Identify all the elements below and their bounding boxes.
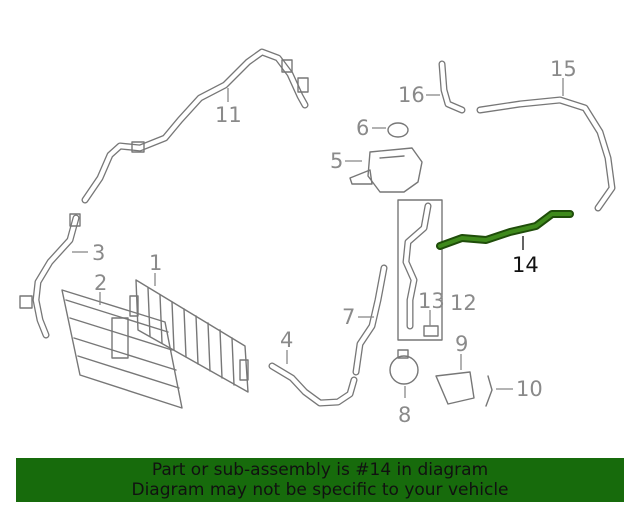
callout-2: 2 bbox=[94, 271, 107, 295]
callout-4: 4 bbox=[280, 328, 293, 352]
hose-part-14-highlighted bbox=[436, 210, 574, 250]
clip-part-10 bbox=[485, 375, 493, 407]
parts-diagram: 1 2 3 4 5 6 7 8 9 10 11 12 13 14 15 16 bbox=[19, 48, 616, 427]
callout-7: 7 bbox=[342, 305, 355, 329]
callout-16: 16 bbox=[398, 83, 425, 107]
callout-6: 6 bbox=[356, 116, 369, 140]
callout-11: 11 bbox=[215, 103, 242, 127]
hose-part-16 bbox=[438, 60, 466, 114]
pump-part-8 bbox=[389, 349, 419, 385]
hose-kit-part-12 bbox=[397, 199, 443, 341]
banner-line-2: Diagram may not be specific to your vehi… bbox=[131, 480, 509, 500]
callouts: 1 2 3 4 5 6 7 8 9 10 11 12 13 14 15 16 bbox=[92, 57, 577, 427]
callout-15: 15 bbox=[550, 57, 577, 81]
fitting-part-13 bbox=[423, 325, 439, 337]
shutter-part-2 bbox=[61, 289, 183, 409]
hose-part-3 bbox=[19, 213, 81, 339]
radiator-part-1 bbox=[129, 279, 249, 393]
callout-9: 9 bbox=[455, 332, 468, 356]
info-banner: Part or sub-assembly is #14 in diagram D… bbox=[16, 458, 624, 502]
callout-12: 12 bbox=[450, 291, 477, 315]
callout-3: 3 bbox=[92, 241, 105, 265]
callout-5: 5 bbox=[330, 149, 343, 173]
hose-part-15 bbox=[476, 96, 616, 212]
banner-line-1: Part or sub-assembly is #14 in diagram bbox=[151, 460, 489, 480]
expansion-tank-part-5 bbox=[349, 147, 423, 193]
callout-1: 1 bbox=[149, 251, 162, 275]
callout-14: 14 bbox=[512, 253, 539, 277]
cap-part-6 bbox=[387, 122, 409, 138]
bracket-part-9 bbox=[435, 371, 475, 405]
callout-8: 8 bbox=[398, 403, 411, 427]
leader-lines bbox=[72, 78, 564, 398]
hose-part-7 bbox=[352, 264, 388, 376]
hose-part-4 bbox=[268, 362, 358, 407]
callout-10: 10 bbox=[516, 377, 543, 401]
hose-part-11 bbox=[81, 48, 309, 204]
callout-13: 13 bbox=[418, 289, 445, 313]
